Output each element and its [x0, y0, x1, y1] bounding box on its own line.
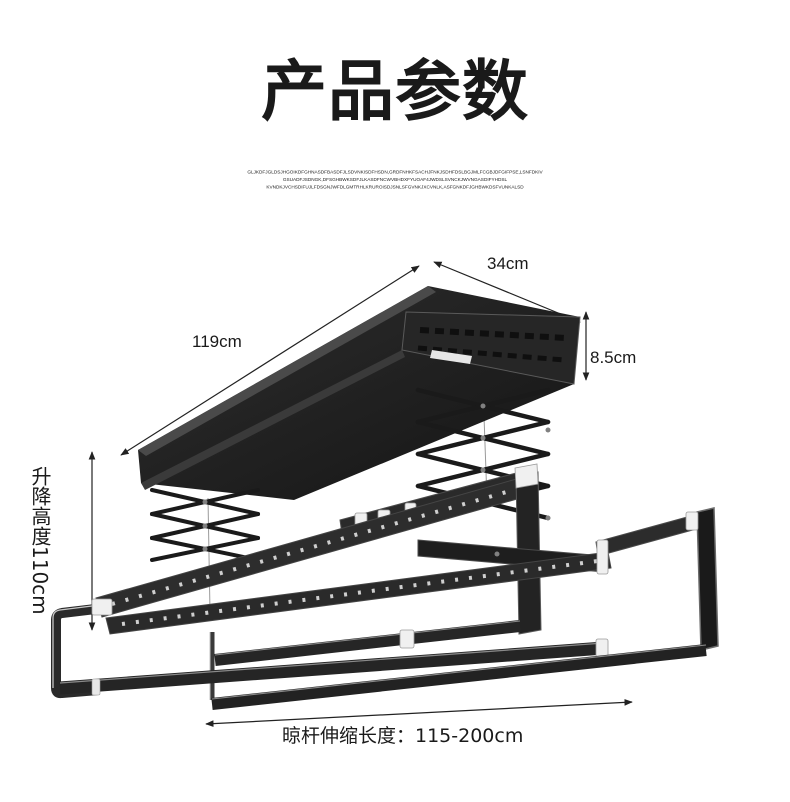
- upper-right-rod: [595, 513, 701, 557]
- box-end-face: [401, 311, 581, 385]
- dimension-lines: [88, 261, 633, 727]
- pivot-bolt: [545, 515, 551, 521]
- fine-print-line: KVNDKJVCHSDIFUJLFDSGNJWFDLGMTRHLKRUROISD…: [266, 184, 524, 190]
- left-end-frame: [51, 598, 113, 699]
- pivot-bolt: [202, 546, 208, 552]
- box-top-rim: [138, 286, 436, 456]
- vertical-post-cap: [514, 463, 539, 489]
- pivot-bolt: [545, 427, 551, 433]
- left-bracket-clip: [91, 598, 113, 616]
- cable-left: [207, 497, 211, 613]
- height-label: 8.5cm: [590, 348, 637, 367]
- middle-rod: [214, 620, 521, 666]
- length-dimension-line: [120, 265, 420, 456]
- width-label: 34cm: [487, 254, 529, 273]
- long-rod-front-highlight: [59, 642, 605, 684]
- rod-extension-dimension-line: [205, 699, 633, 727]
- fine-print-line: GSUADFJSDNGK,DFSGHBWKSDFJLKASDFNCWVBHDXF…: [282, 176, 508, 183]
- hanger-clip: [685, 511, 699, 531]
- rod-extension-label: 晾杆伸缩长度：115-200cm: [282, 725, 524, 747]
- connecting-bar-bolt: [494, 551, 500, 557]
- telescopic-rods: [59, 620, 707, 710]
- left-end-frame-highlight: [52, 604, 101, 688]
- hanger-clip: [595, 638, 609, 658]
- ceiling-motor-box: [138, 286, 581, 500]
- pivot-bolt: [480, 403, 486, 409]
- pivot-bolt: [202, 523, 208, 529]
- length-label: 119cm: [192, 332, 242, 351]
- pivot-bolt: [480, 467, 486, 473]
- long-rod-rear-highlight: [211, 644, 707, 700]
- perforated-bar-front: [105, 551, 612, 635]
- hanger-clip: [399, 629, 415, 649]
- right-end-frame: [696, 507, 719, 651]
- hanger-clip: [596, 539, 609, 575]
- left-end-frame-body: [51, 603, 105, 699]
- rod-end-cap: [91, 678, 101, 696]
- pivot-bolt: [480, 435, 486, 441]
- box-vent-row-1: [419, 327, 567, 341]
- lift-height-label: 升降高度110cm: [28, 466, 52, 615]
- long-rod-rear: [211, 644, 707, 710]
- perforated-bar-front-holes: [121, 559, 599, 626]
- fine-print-line: GLJKDFJGLDSJHGOIKDFGHNASDFBASDFJLSDVNKIS…: [247, 169, 543, 175]
- fine-print: GLJKDFJGLDSJHGOIKDFGHNASDFBASDFJLSDVNKIS…: [0, 168, 790, 191]
- pivot-bolt: [202, 499, 208, 505]
- box-vent-row-2: [417, 345, 565, 363]
- width-dimension-line: [433, 261, 581, 323]
- box-bottom-rim: [141, 350, 405, 490]
- box-slider-piece: [430, 350, 472, 364]
- page-title: 产品参数: [261, 53, 529, 130]
- middle-rod-highlight: [214, 620, 521, 656]
- long-rod-front: [59, 641, 605, 695]
